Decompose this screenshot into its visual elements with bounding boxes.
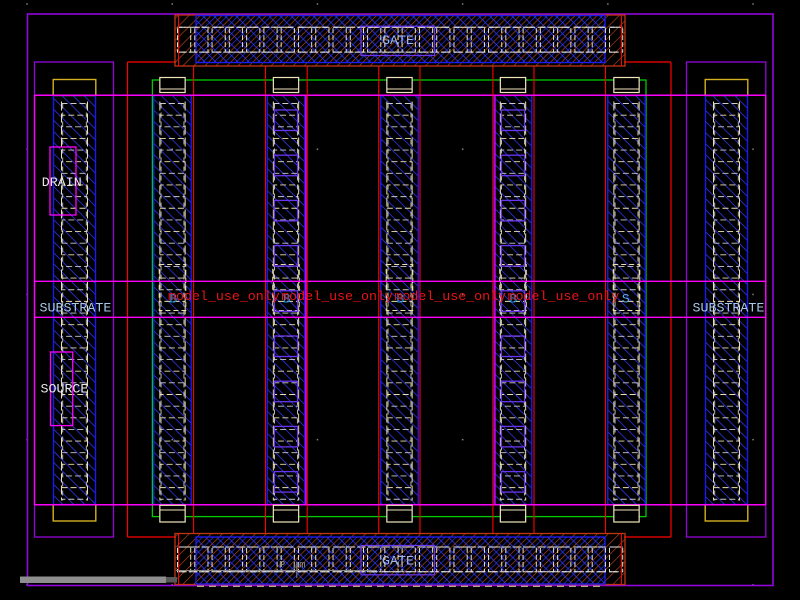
svg-text:model_use_only: model_use_only — [508, 289, 620, 304]
svg-text:S: S — [622, 292, 630, 307]
svg-text:model_use_only: model_use_only — [394, 289, 506, 304]
svg-text:B: B — [283, 292, 291, 307]
svg-text:model_use_only: model_use_only — [281, 289, 393, 304]
svg-text:GATE: GATE — [382, 33, 414, 48]
svg-text:SUBSTRATE: SUBSTRATE — [693, 300, 765, 315]
svg-text:B: B — [169, 292, 177, 307]
svg-text:P: P — [279, 560, 285, 572]
svg-text:B: B — [509, 292, 517, 307]
svg-text:µm: µm — [293, 560, 306, 572]
svg-text:GATE: GATE — [382, 554, 414, 569]
svg-text:B: B — [396, 292, 404, 307]
svg-text:DRAIN: DRAIN — [42, 175, 82, 190]
svg-text:SUBSTRATE: SUBSTRATE — [40, 300, 112, 315]
svg-text:SOURCE: SOURCE — [41, 382, 89, 397]
svg-text:model_use_only: model_use_only — [168, 289, 280, 304]
